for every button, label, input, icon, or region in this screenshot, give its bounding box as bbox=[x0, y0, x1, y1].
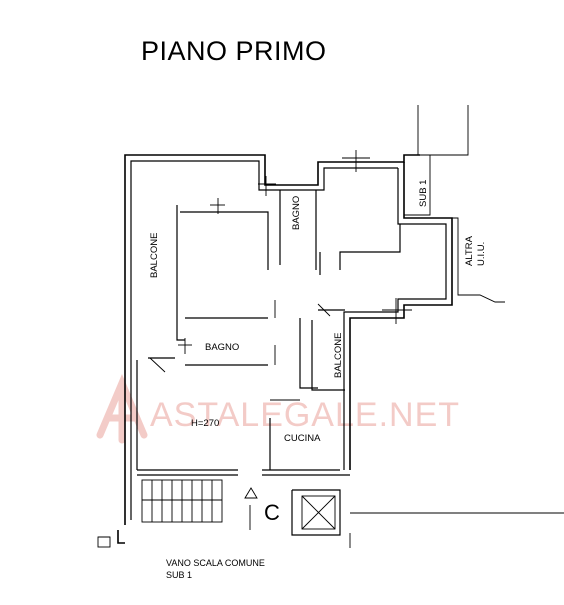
room-label-bagno-mid: BAGNO bbox=[205, 342, 239, 353]
room-label-balcone-right: BALCONE bbox=[333, 333, 344, 378]
plan-title: PIANO PRIMO bbox=[141, 36, 327, 66]
bottom-walls bbox=[97, 512, 564, 548]
vano-sub-label: SUB 1 bbox=[166, 570, 192, 580]
watermark-text: ASTALEGALE.NET bbox=[150, 396, 460, 434]
room-label-bagno-top: BAGNO bbox=[291, 196, 302, 230]
outer-walls bbox=[124, 105, 505, 525]
room-label-balcone-left: BALCONE bbox=[149, 233, 160, 278]
window-marks bbox=[149, 150, 412, 373]
stair-letter: C bbox=[264, 500, 280, 525]
elevator bbox=[291, 489, 341, 536]
watermark: ASTALEGALE.NET bbox=[96, 374, 460, 444]
interior-walls bbox=[136, 190, 401, 476]
room-height-label: H=270 bbox=[191, 418, 219, 429]
vano-scala-label: VANO SCALA COMUNE bbox=[166, 558, 265, 568]
altra-label-line1: ALTRA bbox=[464, 235, 475, 266]
stairwell bbox=[141, 479, 258, 530]
unit-label-sub1: SUB 1 bbox=[418, 180, 429, 207]
altra-label-line2: U.I.U. bbox=[476, 242, 487, 266]
room-label-cucina: CUCINA bbox=[284, 433, 321, 444]
